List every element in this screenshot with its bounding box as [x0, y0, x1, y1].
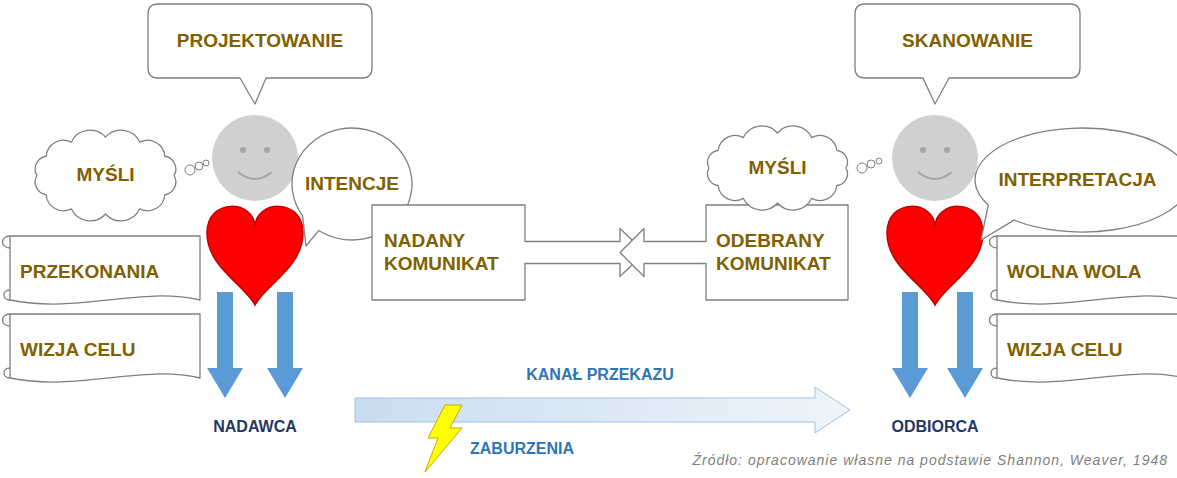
head — [892, 115, 978, 201]
message-arrow: ODEBRANY KOMUNIKAT — [706, 205, 848, 300]
lightning-bolt — [425, 405, 462, 472]
thought-dot — [876, 158, 882, 164]
node-text: INTENCJE — [298, 173, 406, 196]
node-text: WIZJA CELU — [20, 339, 192, 362]
outline-path — [975, 128, 1177, 240]
outline-path — [35, 130, 176, 221]
node-text: NADANY KOMUNIKAT — [384, 230, 517, 276]
outline-path — [855, 4, 1080, 104]
speech-bubble: INTERPRETACJA — [975, 128, 1177, 232]
thought-dot — [195, 162, 203, 170]
receiver-figure — [857, 115, 983, 398]
node-text: MYŚLI — [46, 164, 165, 187]
thought-dot — [857, 163, 867, 173]
eye — [944, 147, 950, 153]
scroll-box: PRZEKONANIA — [0, 236, 200, 308]
outline-path — [148, 4, 372, 104]
scroll-box: WOLNA WOLA — [985, 236, 1177, 308]
node-text: SKANOWANIE — [865, 30, 1070, 53]
role-label: NADAWCA — [213, 418, 297, 436]
heart — [887, 206, 983, 305]
node-text: INTERPRETACJA — [989, 169, 1166, 192]
outline-path — [3, 314, 201, 382]
thought-cloud: MYŚLI — [28, 128, 183, 223]
speech-bubble: PROJEKTOWANIE — [148, 4, 372, 78]
head — [212, 115, 298, 201]
node-text: WOLNA WOLA — [1007, 261, 1165, 284]
outline-path — [620, 205, 848, 300]
thought-dot — [185, 165, 195, 175]
outline-path — [3, 236, 201, 304]
node-text: ODEBRANY KOMUNIKAT — [716, 230, 842, 276]
speech-bubble: SKANOWANIE — [855, 4, 1080, 78]
message-arrow: NADANY KOMUNIKAT — [372, 205, 525, 300]
eye — [920, 147, 926, 153]
role-label: ODBIORCA — [891, 418, 978, 436]
outline-path — [372, 205, 645, 300]
down-arrow — [207, 292, 243, 398]
eye — [240, 147, 246, 153]
node-text: WIZJA CELU — [1007, 339, 1165, 362]
down-arrow — [267, 292, 303, 398]
heart — [207, 206, 303, 305]
node-text: PROJEKTOWANIE — [158, 30, 362, 53]
down-arrow — [947, 292, 983, 398]
node-text: MYŚLI — [718, 157, 837, 180]
channel-arrow — [355, 387, 850, 433]
smile — [238, 172, 272, 179]
scroll-box: WIZJA CELU — [985, 314, 1177, 386]
scroll-box: WIZJA CELU — [0, 314, 200, 386]
outline-path — [990, 236, 1177, 304]
sender-figure — [185, 115, 303, 398]
down-arrow — [892, 292, 928, 398]
thought-cloud: MYŚLI — [700, 124, 855, 212]
smile — [918, 172, 952, 179]
thought-dot — [203, 160, 209, 166]
source-caption: Źródło: opracowanie własne na podstawie … — [692, 452, 1168, 468]
node-text: PRZEKONANIA — [20, 261, 192, 284]
noise-label: ZABURZENIA — [470, 440, 574, 458]
eye — [264, 147, 270, 153]
thought-dot — [867, 160, 875, 168]
outline-path — [990, 314, 1177, 382]
channel-label: KANAŁ PRZEKAZU — [526, 366, 674, 384]
outline-path — [708, 126, 848, 210]
